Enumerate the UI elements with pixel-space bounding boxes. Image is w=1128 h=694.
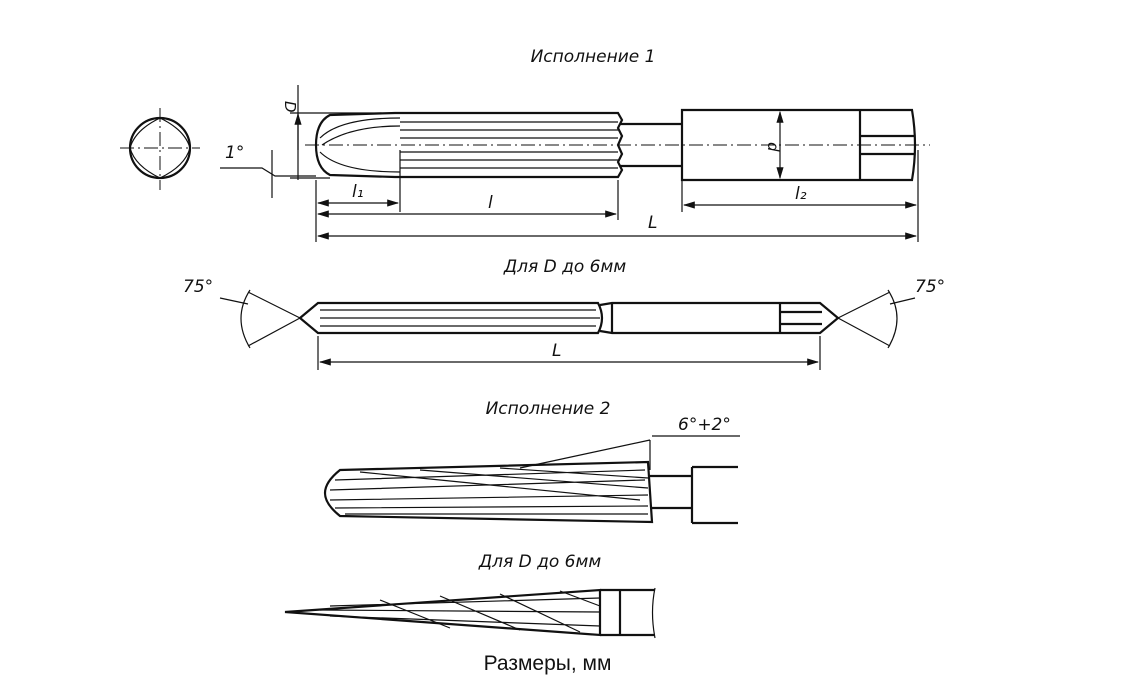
dimensions: D 1° l₁ l l₂ L d	[220, 85, 919, 242]
dim-l2: l₂	[795, 184, 807, 204]
dim-taper-angle: 6°+2°	[678, 415, 731, 435]
view-small-diameter-cone: Для D до 6мм	[284, 552, 656, 639]
view-1-title: Исполнение 1	[531, 47, 656, 67]
caption: Размеры, мм	[483, 652, 612, 675]
view-3-title: Исполнение 2	[486, 399, 611, 419]
dim-d: d	[764, 142, 782, 152]
dim-angle: 1°	[225, 143, 244, 163]
dim-L: L	[648, 213, 657, 233]
dim-L2: L	[552, 341, 561, 361]
angle-right: 75°	[915, 277, 945, 297]
dim-l: l	[488, 193, 493, 213]
view-version-1: Исполнение 1 D 1°	[120, 47, 930, 242]
view-4-title: Для D до 6мм	[478, 552, 601, 572]
angle-left: 75°	[183, 277, 213, 297]
view-version-2: Исполнение 2 6°+2°	[323, 399, 740, 525]
view-small-diameter-centers: Для D до 6мм 75° 75° L	[183, 257, 945, 370]
dim-D: D	[281, 101, 299, 113]
dim-l1: l₁	[352, 182, 364, 202]
view-2-title: Для D до 6мм	[503, 257, 626, 277]
cross-section	[120, 108, 200, 190]
reamer-body	[305, 108, 930, 182]
